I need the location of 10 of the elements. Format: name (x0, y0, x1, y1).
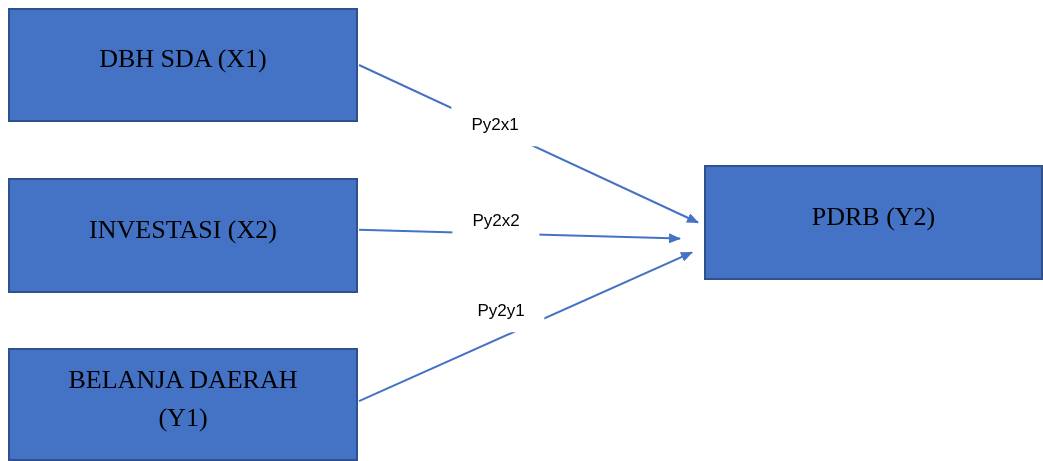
box-label: DBH SDA (X1) (99, 43, 267, 75)
process-box (8, 178, 358, 293)
box-label: PDRB (Y2) (811, 200, 936, 233)
process-box (704, 165, 1043, 280)
edge-label: Py2x1 (451, 104, 539, 146)
box-label: INVESTASI (X2) (89, 213, 277, 246)
process-box (8, 8, 358, 122)
arrow (358, 251, 693, 403)
process-box (8, 348, 358, 461)
box-label: BELANJA DAERAH (Y1) (67, 363, 299, 434)
